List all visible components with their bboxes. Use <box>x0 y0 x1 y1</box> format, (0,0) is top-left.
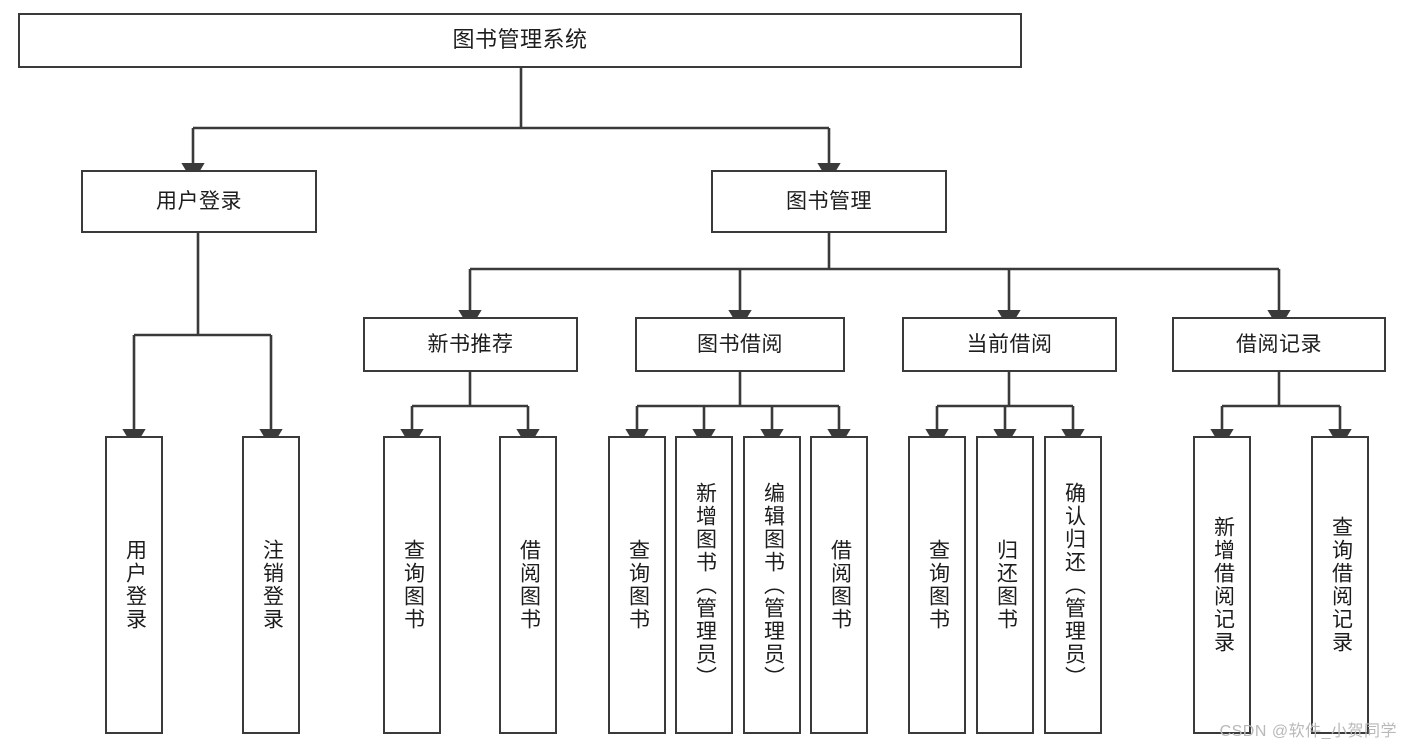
node-label: 查询图书 <box>401 539 425 631</box>
leaf-query-book-borrow[interactable]: 查询图书 <box>608 436 666 734</box>
node-label: 新增图书（管理员） <box>693 481 717 689</box>
node-label: 确认归还（管理员） <box>1062 481 1086 689</box>
leaf-query-borrow-record[interactable]: 查询借阅记录 <box>1311 436 1369 734</box>
leaf-query-book-new[interactable]: 查询图书 <box>383 436 441 734</box>
leaf-confirm-return-admin[interactable]: 确认归还（管理员） <box>1044 436 1102 734</box>
node-borrow-record[interactable]: 借阅记录 <box>1172 317 1386 372</box>
node-label: 图书管理 <box>786 189 872 213</box>
leaf-add-book-admin[interactable]: 新增图书（管理员） <box>675 436 733 734</box>
node-label: 借阅记录 <box>1236 332 1322 356</box>
node-label: 用户登录 <box>156 189 242 213</box>
node-root-system[interactable]: 图书管理系统 <box>18 13 1022 68</box>
leaf-user-login[interactable]: 用户登录 <box>105 436 163 734</box>
leaf-logout[interactable]: 注销登录 <box>242 436 300 734</box>
node-user-login[interactable]: 用户登录 <box>81 170 317 233</box>
node-label: 当前借阅 <box>966 332 1053 356</box>
leaf-borrow-book[interactable]: 借阅图书 <box>810 436 868 734</box>
node-label: 查询图书 <box>926 539 950 631</box>
node-book-borrow[interactable]: 图书借阅 <box>635 317 845 372</box>
node-label: 查询图书 <box>626 539 650 631</box>
node-label: 图书借阅 <box>697 332 783 356</box>
node-label: 归还图书 <box>994 539 1018 631</box>
node-book-management[interactable]: 图书管理 <box>711 170 947 233</box>
leaf-borrow-book-new[interactable]: 借阅图书 <box>499 436 557 734</box>
node-label: 注销登录 <box>260 539 284 631</box>
node-label: 编辑图书（管理员） <box>761 481 785 689</box>
leaf-add-borrow-record[interactable]: 新增借阅记录 <box>1193 436 1251 734</box>
leaf-query-book-current[interactable]: 查询图书 <box>908 436 966 734</box>
node-label: 图书管理系统 <box>452 27 588 53</box>
node-label: 查询借阅记录 <box>1329 516 1353 654</box>
node-new-book-recommend[interactable]: 新书推荐 <box>363 317 578 372</box>
node-label: 借阅图书 <box>828 539 852 631</box>
node-current-borrow[interactable]: 当前借阅 <box>902 317 1117 372</box>
node-label: 借阅图书 <box>517 539 541 631</box>
leaf-return-book[interactable]: 归还图书 <box>976 436 1034 734</box>
leaf-edit-book-admin[interactable]: 编辑图书（管理员） <box>743 436 801 734</box>
node-label: 用户登录 <box>123 539 147 631</box>
node-label: 新书推荐 <box>427 332 514 356</box>
node-label: 新增借阅记录 <box>1211 516 1235 654</box>
